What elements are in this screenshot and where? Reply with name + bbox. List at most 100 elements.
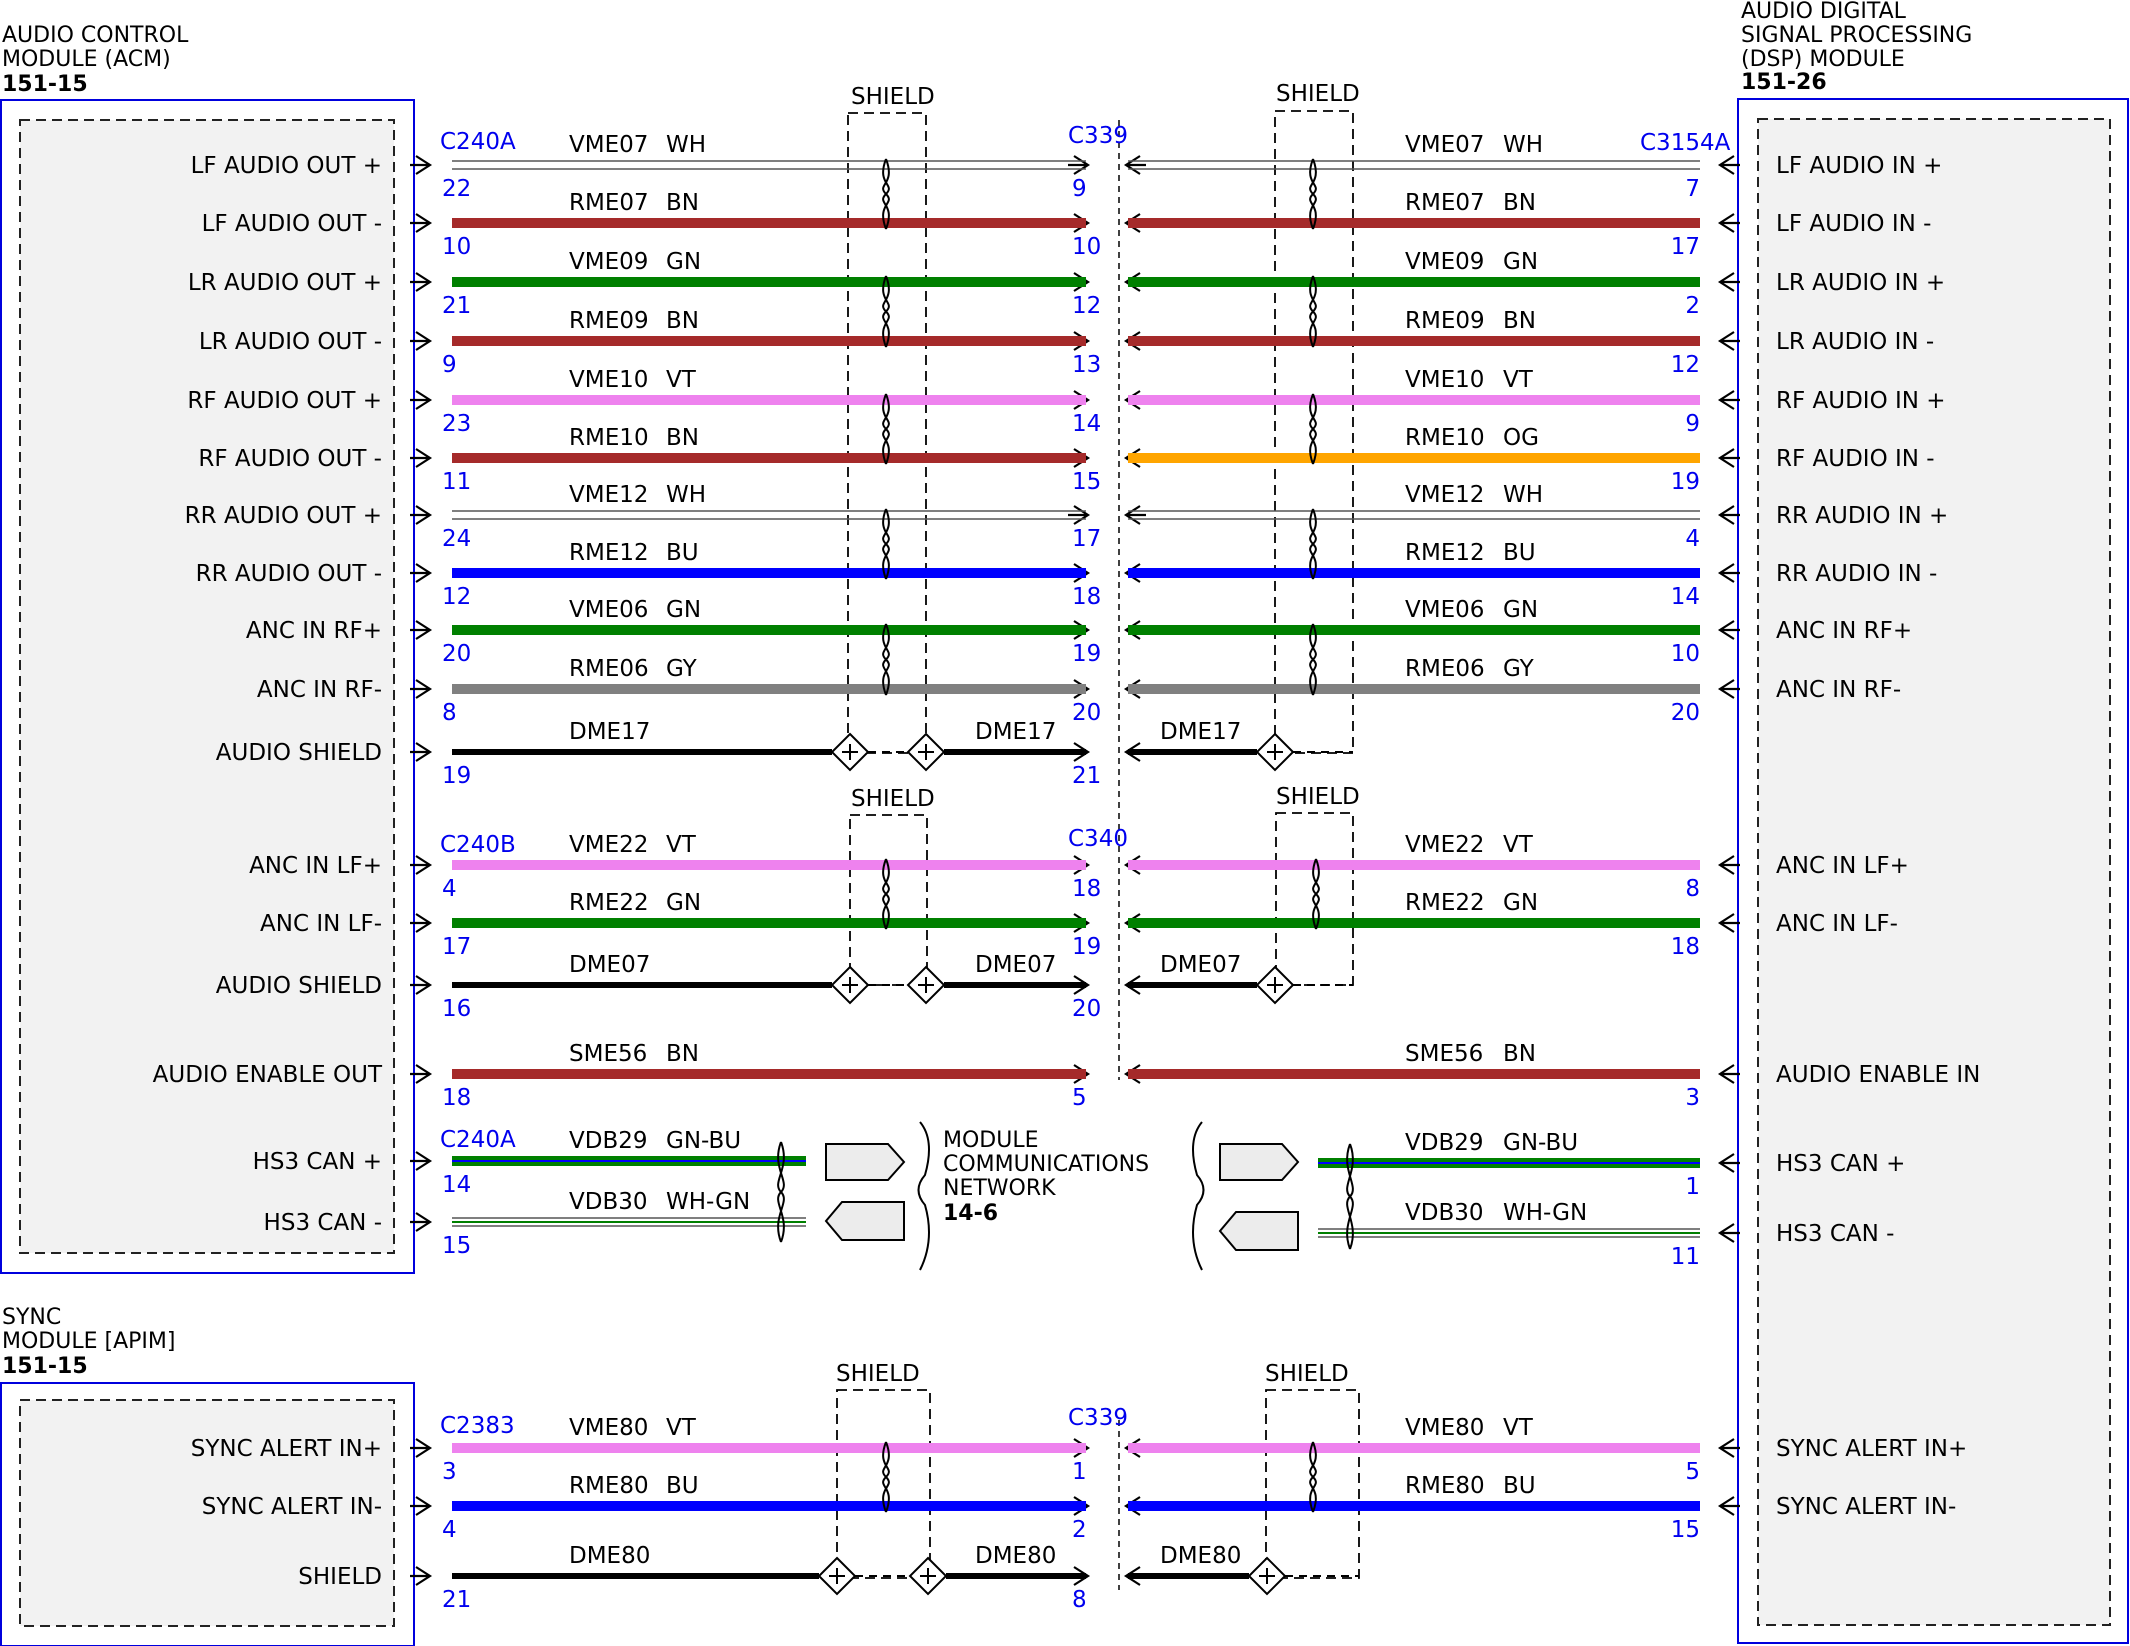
pin-arrow-icon: [1717, 505, 1740, 525]
circuit-id: VME10: [569, 367, 648, 393]
pin-number: 1: [1685, 1174, 1700, 1200]
pin-number: 14: [1072, 411, 1101, 437]
circuit-id: DME17: [569, 719, 650, 745]
twisted-pair-icon: [882, 858, 890, 930]
circuit-id: DME17: [1160, 719, 1241, 745]
right-pin-label: ANC IN RF-: [1776, 677, 1901, 703]
right-pin-label: HS3 CAN -: [1776, 1221, 1894, 1247]
pin-number: 13: [1072, 352, 1101, 378]
pin-number: 10: [442, 234, 471, 260]
pin-number: 12: [442, 584, 471, 610]
shield-ground-icon: [1247, 1556, 1287, 1596]
right-pin-label: AUDIO ENABLE IN: [1776, 1062, 1980, 1088]
pin-arrow-icon: [1717, 448, 1740, 468]
shield-ground-icon: [1255, 732, 1295, 772]
wire-color-code: GN-BU: [666, 1128, 741, 1154]
twisted-pair-icon: [1309, 393, 1317, 465]
acm-module-inner: [19, 119, 395, 1254]
left-pin-label: RF AUDIO OUT +: [187, 388, 382, 414]
connector-label[interactable]: C240B: [440, 832, 516, 858]
circuit-id: VME80: [569, 1415, 648, 1441]
shield-box: [1275, 812, 1354, 986]
connector-label[interactable]: C240A: [440, 1127, 516, 1153]
acm-title-line2: MODULE (ACM): [2, 47, 171, 72]
wire-color-code: GY: [1503, 656, 1535, 682]
wire-color-code: GN: [666, 890, 701, 916]
pin-number: 10: [1671, 641, 1700, 667]
wire-color-code: BU: [666, 540, 699, 566]
pin-arrow-icon: [410, 563, 433, 583]
circuit-id: DME80: [569, 1543, 650, 1569]
wire-color-code: OG: [1503, 425, 1539, 451]
acm-ref-link[interactable]: 151-15: [2, 72, 88, 97]
pin-arrow-icon: [1717, 563, 1740, 583]
connector-label[interactable]: C340: [1068, 826, 1128, 852]
left-pin-label: RR AUDIO OUT +: [185, 503, 382, 529]
left-pin-label: RF AUDIO OUT -: [198, 446, 382, 472]
pin-arrow-icon: [1717, 679, 1740, 699]
pin-number: 9: [1072, 176, 1087, 202]
pin-number: 21: [1072, 763, 1101, 789]
pin-number: 18: [1671, 934, 1700, 960]
connector-label[interactable]: C339: [1068, 123, 1128, 149]
circuit-id: RME07: [1405, 190, 1485, 216]
circuit-id: RME06: [1405, 656, 1485, 682]
right-pin-label: SYNC ALERT IN-: [1776, 1494, 1956, 1520]
pin-number: 18: [1072, 584, 1101, 610]
pin-number: 21: [442, 1587, 471, 1613]
circuit-id: RME07: [569, 190, 649, 216]
pin-arrow-icon: [410, 1151, 433, 1171]
pin-arrow-icon: [410, 620, 433, 640]
pin-number: 19: [1072, 934, 1101, 960]
shield-ground-icon: [830, 732, 870, 772]
pin-number: 2: [1072, 1517, 1087, 1543]
shield-label: SHIELD: [1265, 1361, 1349, 1387]
sync-ref-link[interactable]: 151-15: [2, 1354, 88, 1379]
network-ref-link[interactable]: 14-6: [943, 1201, 998, 1226]
pin-number: 20: [442, 641, 471, 667]
pin-number: 23: [442, 411, 471, 437]
wire-color-code: GN: [666, 597, 701, 623]
connector-label[interactable]: C2383: [440, 1413, 515, 1439]
wire-color-code: BN: [1503, 190, 1536, 216]
connector-label[interactable]: C240A: [440, 129, 516, 155]
pin-number: 4: [442, 876, 457, 902]
circuit-id: DME80: [975, 1543, 1056, 1569]
sync-title-line1: SYNC: [2, 1305, 61, 1330]
twisted-pair-icon: [882, 275, 890, 348]
circuit-id: SME56: [1405, 1041, 1483, 1067]
connector-label[interactable]: C339: [1068, 1405, 1128, 1431]
wire-color-code: WH-GN: [1503, 1200, 1587, 1226]
wire-color-code: VT: [1503, 1415, 1534, 1441]
twisted-pair-icon: [882, 158, 890, 230]
dsp-title-line1: AUDIO DIGITAL: [1741, 0, 1907, 24]
connector-label[interactable]: C3154A: [1640, 130, 1731, 156]
circuit-id: RME09: [1405, 308, 1485, 334]
wire-color-code: BU: [666, 1473, 699, 1499]
network-continuation-icon: [825, 1143, 906, 1181]
dsp-ref-link[interactable]: 151-26: [1741, 70, 1827, 95]
wire-color-code: BN: [666, 425, 699, 451]
circuit-id: VME07: [1405, 132, 1484, 158]
pin-arrow-icon: [1717, 620, 1740, 640]
pin-number: 15: [442, 1233, 471, 1259]
wire-color-code: GN: [1503, 597, 1538, 623]
pin-number: 17: [1072, 526, 1101, 552]
circuit-id: VME09: [1405, 249, 1484, 275]
circuit-id: DME07: [569, 952, 650, 978]
pin-number: 10: [1072, 234, 1101, 260]
wire-color-code: VT: [666, 832, 697, 858]
circuit-id: RME80: [1405, 1473, 1485, 1499]
wire-color-code: WH: [666, 132, 706, 158]
twisted-pair-icon: [1309, 158, 1317, 230]
wire-color-code: BN: [666, 308, 699, 334]
circuit-id: VDB29: [569, 1128, 648, 1154]
circuit-id: VME06: [1405, 597, 1484, 623]
circuit-id: DME07: [975, 952, 1056, 978]
pin-number: 21: [442, 293, 471, 319]
pin-arrow-icon: [410, 1566, 433, 1586]
pin-arrow-icon: [410, 1438, 433, 1458]
wire-color-code: BU: [1503, 540, 1536, 566]
twisted-pair-icon: [777, 1141, 785, 1243]
pin-arrow-icon: [410, 272, 433, 292]
